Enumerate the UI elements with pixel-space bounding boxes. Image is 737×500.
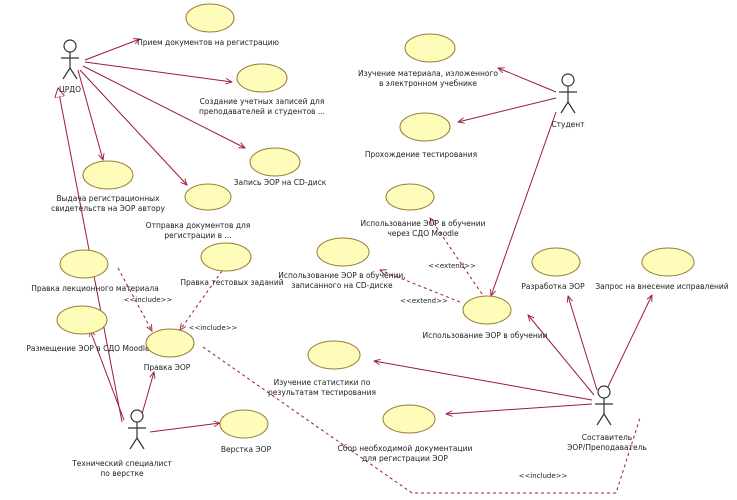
label-zapis: Запись ЭОР на CD-диск	[234, 178, 327, 187]
assoc-cdo-priem	[84, 39, 140, 61]
actor-cdo-label: ЦРДО	[59, 85, 81, 94]
label-zapros: Запрос на внесение исправлений	[595, 282, 728, 291]
assoc-author-sbor	[446, 403, 593, 414]
assoc-cdo-otpravka	[79, 69, 187, 185]
assoc-student-izuchenie	[498, 68, 557, 93]
assoc-student-prohozhdenie	[458, 97, 557, 122]
label-prohozhdenie: Прохождение тестирования	[365, 150, 477, 159]
stereotypes: <<include>> <<include>> <<include>> <<ex…	[124, 262, 568, 480]
label-priem: Прием документов на регистрацию	[137, 38, 279, 47]
stereo-include-1: <<include>>	[124, 296, 173, 304]
actor-student-label: Студент	[551, 120, 585, 129]
usecase-pravka-test[interactable]	[200, 242, 252, 272]
use-cases: Прием документов на регистрацию Создание…	[26, 3, 729, 463]
actor-student[interactable]	[559, 73, 577, 114]
usecase-zapis[interactable]	[249, 147, 301, 177]
usecase-izuchenie[interactable]	[404, 33, 456, 63]
assoc-author-statistika	[374, 361, 593, 401]
assoc-tech-verstka	[149, 423, 220, 433]
actor-author[interactable]	[595, 385, 613, 426]
stereo-include-2: <<include>>	[189, 324, 238, 332]
usecase-sbor[interactable]	[382, 404, 436, 434]
usecase-sozdanie[interactable]	[236, 63, 288, 93]
assoc-cdo-sozdanie	[84, 61, 232, 82]
usecase-statistika[interactable]	[307, 340, 361, 370]
actor-tech[interactable]	[128, 409, 146, 450]
usecase-verstka[interactable]	[219, 409, 269, 439]
dep-include-author	[202, 346, 641, 494]
assoc-author-zapros	[605, 295, 652, 392]
stereo-include-3: <<include>>	[519, 472, 568, 480]
label-razrabotka: Разработка ЭОР	[521, 282, 585, 291]
label-verstka: Верстка ЭОР	[221, 445, 272, 454]
label-pravka: Правка ЭОР	[144, 363, 191, 372]
usecase-pravka[interactable]	[145, 328, 195, 358]
label-pravka-test: Правка тестовых заданий	[180, 278, 283, 287]
assoc-author-ispolz	[528, 315, 595, 396]
label-razmeshenie: Размещение ЭОР в СДО Moodle	[26, 344, 150, 353]
stereo-extend-1: <<extend>>	[428, 262, 476, 270]
usecase-prohozhdenie[interactable]	[399, 112, 451, 142]
dep-pravka-test	[180, 270, 223, 330]
usecase-ispolz-moodle[interactable]	[385, 183, 435, 211]
stereo-extend-2: <<extend>>	[400, 297, 448, 305]
usecase-vydacha[interactable]	[82, 160, 134, 190]
label-ispolz-cd: Использование ЭОР в обучении,записанного…	[278, 271, 405, 290]
label-pravka-lek: Правка лекционного материала	[31, 284, 159, 293]
assoc-author-razrabotka	[568, 296, 598, 391]
assoc-cdo-vydacha	[77, 69, 103, 160]
dep-extend-cd	[380, 270, 461, 303]
assoc-cdo-zapis	[82, 65, 245, 148]
usecase-priem[interactable]	[185, 3, 235, 33]
usecase-razmeshenie[interactable]	[56, 305, 108, 335]
assoc-tech-pravka	[141, 372, 154, 415]
label-ispolz: Использование ЭОР в обучении	[422, 331, 547, 340]
usecase-razrabotka[interactable]	[531, 247, 581, 277]
usecase-ispolz[interactable]	[462, 295, 512, 325]
actor-cdo[interactable]	[61, 39, 79, 80]
usecase-pravka-lek[interactable]	[59, 249, 109, 279]
usecase-ispolz-cd[interactable]	[316, 237, 370, 267]
usecase-otpravka[interactable]	[184, 183, 232, 211]
assoc-student-ispolz	[491, 111, 557, 296]
usecase-zapros[interactable]	[641, 247, 695, 277]
